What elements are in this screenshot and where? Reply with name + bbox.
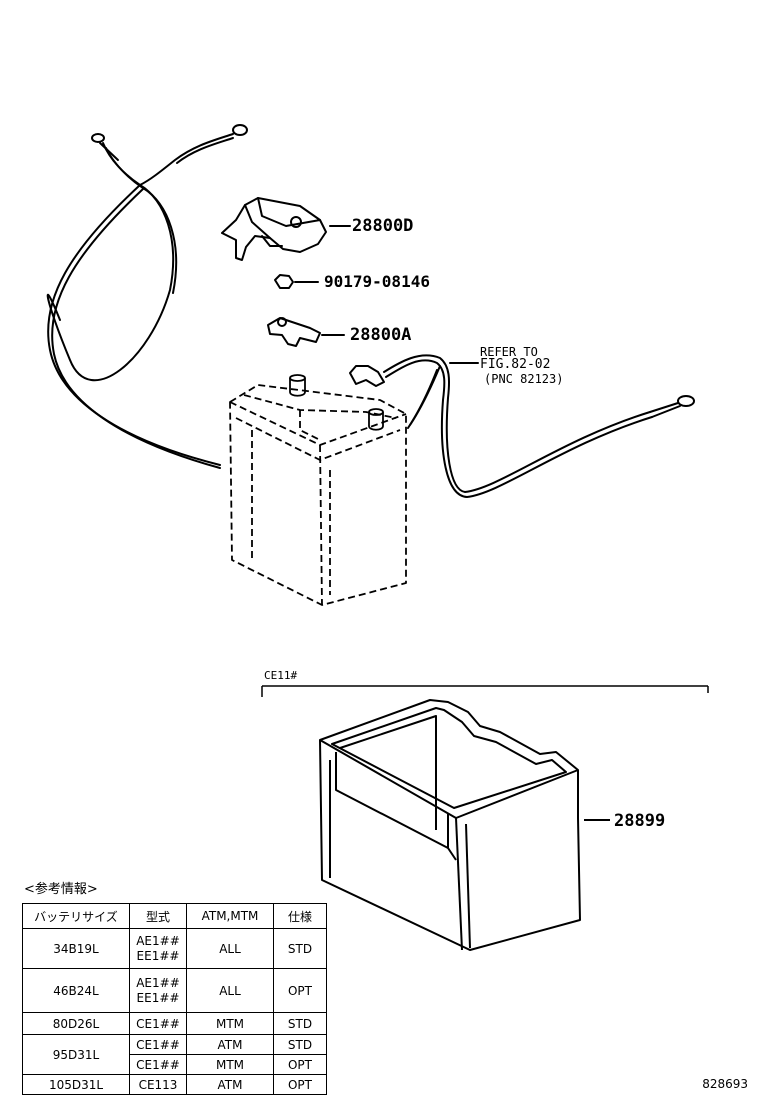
cell-spec: STD	[273, 1012, 327, 1035]
cell-spec: STD	[273, 1034, 327, 1055]
nut	[274, 274, 319, 289]
refer-note-line1: REFER TO	[480, 345, 538, 359]
table-row: 80D26L CE1## MTM STD	[22, 1012, 327, 1035]
cell-transmission: ALL	[186, 968, 274, 1013]
cell-size: 95D31L	[22, 1034, 130, 1075]
cell-spec: OPT	[273, 968, 327, 1013]
cell-size: 80D26L	[22, 1012, 130, 1035]
cell-model: AE1## EE1##	[129, 968, 187, 1013]
part-number-nut: 90179-08146	[324, 272, 430, 291]
part-number-cover: 28800D	[352, 216, 414, 236]
cell-transmission: ATM	[186, 1074, 274, 1095]
figure-code: 828693	[702, 1077, 748, 1091]
header-model: 型式	[129, 903, 187, 929]
battery-tray	[319, 699, 610, 951]
cell-size: 46B24L	[22, 968, 130, 1013]
cell-model-line: AE1##	[136, 933, 180, 948]
refer-note-line2: FIG.82-02	[480, 357, 551, 372]
cell-model: CE113	[129, 1074, 187, 1095]
header-battery-size: バッテリサイズ	[22, 903, 130, 929]
table-header-row: バッテリサイズ 型式 ATM,MTM 仕様	[22, 903, 327, 929]
cell-model-line: AE1##	[136, 975, 180, 990]
table-row: 95D31L CE1## ATM STD	[22, 1034, 327, 1075]
positive-cable	[349, 354, 695, 498]
cell-model: CE1##	[129, 1012, 187, 1035]
cell-transmission: MTM	[186, 1054, 274, 1075]
battery-size-table: バッテリサイズ 型式 ATM,MTM 仕様 34B19L AE1## EE1##…	[22, 903, 327, 1095]
cell-transmission: MTM	[186, 1012, 274, 1035]
table-row: 34B19L AE1## EE1## ALL STD	[22, 928, 327, 969]
cell-model-line: EE1##	[136, 948, 180, 963]
cell-spec: OPT	[273, 1054, 327, 1075]
condition-label: CE11#	[264, 669, 298, 682]
header-transmission: ATM,MTM	[186, 903, 274, 929]
terminal-clamp	[267, 317, 345, 347]
table-row: 46B24L AE1## EE1## ALL OPT	[22, 968, 327, 1013]
part-number-tray: 28899	[614, 811, 666, 831]
cell-transmission: ALL	[186, 928, 274, 969]
cell-model: CE1##	[129, 1054, 187, 1075]
refer-note-line3: (PNC 82123)	[484, 372, 564, 386]
terminal-cover	[221, 197, 351, 261]
condition-bracket	[261, 685, 709, 697]
table-row: CE1## MTM OPT	[23, 1054, 327, 1075]
header-spec: 仕様	[273, 903, 327, 929]
cell-transmission: ATM	[186, 1034, 274, 1055]
cell-model: AE1## EE1##	[129, 928, 187, 969]
battery	[229, 384, 407, 606]
battery-posts	[289, 374, 384, 431]
part-number-clamp: 28800A	[350, 325, 412, 345]
negative-cable	[46, 124, 248, 469]
cell-size: 34B19L	[22, 928, 130, 969]
table-row: 105D31L CE113 ATM OPT	[22, 1074, 327, 1095]
cell-spec: OPT	[273, 1074, 327, 1095]
cell-size: 105D31L	[22, 1074, 130, 1095]
cell-model: CE1##	[129, 1034, 187, 1055]
cell-model-line: EE1##	[136, 990, 180, 1005]
info-title: <参考情報>	[24, 882, 98, 897]
cell-spec: STD	[273, 928, 327, 969]
